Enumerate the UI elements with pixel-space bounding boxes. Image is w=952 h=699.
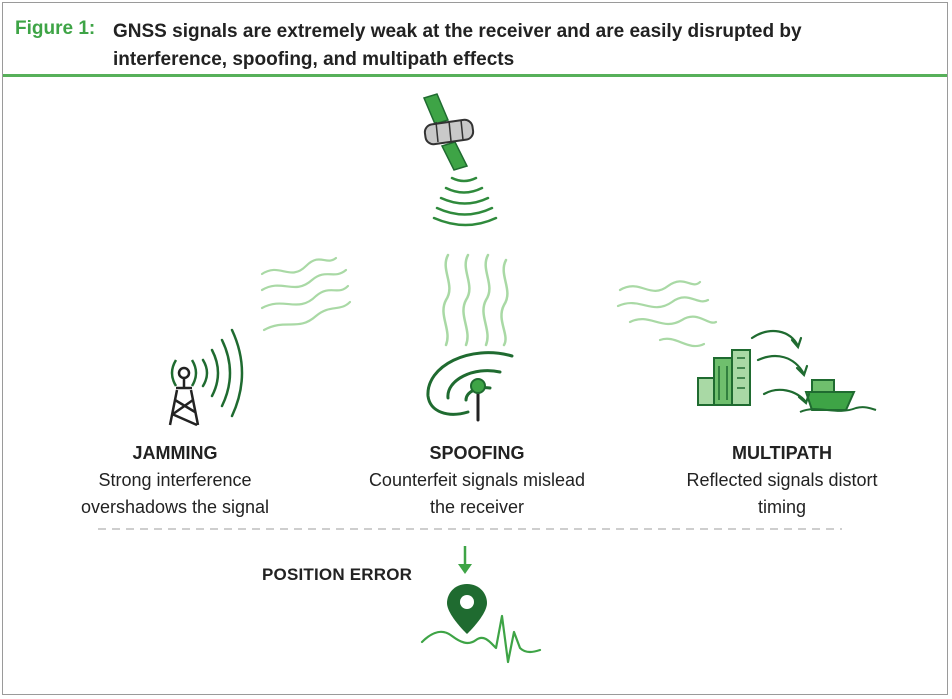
error-waveform [420,614,542,664]
satellite-dish-icon [426,351,514,422]
down-arrow-icon [458,546,472,574]
jamming-description-line2: overshadows the signal [80,497,270,517]
city-and-ship-icon [697,349,877,413]
figure-label: Figure 1: [15,18,96,39]
spoofing-caption: SPOOFING Counterfeit signals mislead the… [340,440,614,521]
spoofing-description-line1: Counterfeit signals mislead [368,470,586,490]
spoofing-wave-signals [442,253,509,347]
jamming-heading: JAMMING [132,443,218,463]
spoofing-heading: SPOOFING [429,443,525,463]
jamming-caption: JAMMING Strong interference overshadows … [60,440,290,521]
jamming-description-line1: Strong interference [98,470,252,490]
multipath-reflection-arrows [750,329,811,405]
multipath-description-line1: Reflected signals distort [686,470,878,490]
jamming-emission-arcs [201,328,244,418]
satellite-signal-arcs [432,176,498,227]
multipath-caption: MULTIPATH Reflected signals distort timi… [660,440,904,521]
jamming-interference-waves [260,256,352,332]
figure-title: GNSS signals are extremely weak at the r… [113,21,802,70]
radio-tower-icon [168,359,200,427]
multipath-description-line2: timing [757,497,806,517]
multipath-heading: MULTIPATH [732,443,832,463]
position-error-label: POSITION ERROR [262,565,413,584]
spoofing-description-line2: the receiver [429,497,525,517]
satellite-icon [422,93,475,171]
multipath-reflected-waves [616,280,718,348]
figure-header: Figure 1: GNSS signals are extremely wea… [3,3,947,77]
location-pin-icon [447,584,487,634]
